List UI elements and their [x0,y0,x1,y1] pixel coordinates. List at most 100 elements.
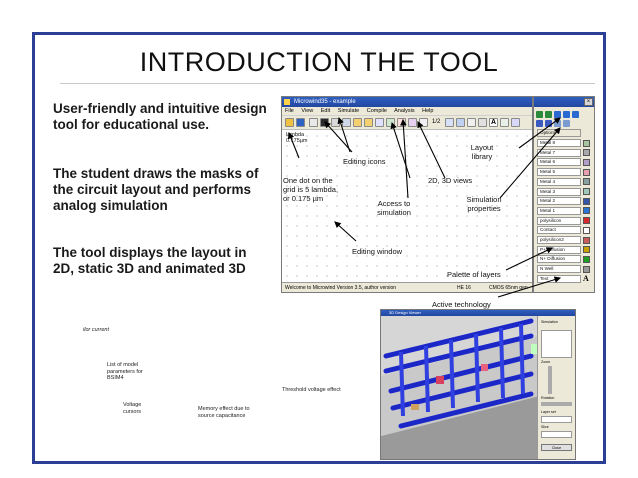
palette-label: Palette of layers [447,270,501,279]
arrow-2d-view [390,121,411,179]
font-icon[interactable]: A [489,118,498,127]
slide-title: INTRODUCTION THE TOOL [139,47,499,77]
menu-simulate[interactable]: Simulate [337,108,360,114]
layer-item[interactable]: Metal 2 [537,197,581,206]
3d-viewer-window: 3D Design Viewer Simulation Zoom Rotatio… [380,309,576,460]
layer-item[interactable]: Metal 5 [537,168,581,177]
save-icon[interactable] [296,118,305,127]
arrow-editing-window [334,221,357,242]
microwind-window: Microwind35 - example File View Edit Sim… [281,96,533,293]
zoom-out-icon[interactable] [364,118,373,127]
layout-library-icon[interactable] [511,118,520,127]
layer-swatch[interactable] [583,226,590,234]
text-layer-glyph: A [583,273,589,283]
layer-item[interactable]: N+ Diffusion [537,255,581,264]
process-view-icon[interactable] [478,118,487,127]
rotation-slider[interactable] [541,402,572,406]
close-icon[interactable]: × [584,98,593,106]
menu-edit[interactable]: Edit [320,108,331,114]
3d-options-list[interactable] [541,330,572,358]
slice-select[interactable] [541,431,572,438]
layer-item[interactable]: N Well [537,265,581,274]
fit-icon[interactable] [375,118,384,127]
nmos-icon[interactable] [536,111,543,118]
compile-icon[interactable] [500,118,509,127]
palette-titlebar: × [534,97,594,107]
layer-swatch[interactable] [583,178,590,186]
layer-item[interactable]: Metal 3 [537,187,581,196]
zoom-in-icon[interactable] [353,118,362,127]
model-params-label: List of model parameters for BSIM4 [107,362,143,381]
app-icon [284,99,290,105]
status-tech: CMOS 65nm gen [489,285,528,291]
layer-item[interactable]: Metal 7 [537,148,581,157]
arrow-editing-icons-2 [324,121,353,153]
duplicate-icon[interactable] [408,118,417,127]
editing-icons-label: Editing icons [343,157,386,166]
3d-render [381,318,539,459]
layer-item[interactable]: polysilicon [537,216,581,225]
menu-bar: File View Edit Simulate Compile Analysis… [282,107,532,116]
pad-icon[interactable] [572,111,579,118]
menu-view[interactable]: View [301,108,314,114]
layer-swatch[interactable] [583,149,590,157]
2d-view-icon[interactable] [445,118,454,127]
menu-analysis[interactable]: Analysis [394,108,415,114]
layer-swatch[interactable] [583,158,590,166]
bullet-2: The student draws the masks of the circu… [53,166,259,213]
title-divider [60,83,595,84]
layer-item[interactable]: polysilicon2 [537,236,581,244]
editing-window-label: Editing window [352,247,403,256]
threshold-label: Threshold voltage effect [282,387,341,393]
arrow-editing-icons [337,116,351,153]
layer-swatch[interactable] [583,236,590,244]
layer-item[interactable]: Metal 4 [537,177,581,186]
layer-set-select[interactable] [541,416,572,423]
layer-swatch[interactable] [583,197,590,205]
3d-close-button[interactable]: Close [541,444,572,451]
bullet-1: User-friendly and intuitive design tool … [53,101,267,132]
simulation-properties-label: Simulation properties [466,195,502,213]
current-label: ilor current [83,327,109,333]
zoom-level: 1/2 [432,119,441,125]
grid-note-label: One dot on the grid is 5 lambda, or 0.17… [283,176,339,203]
lambda-unit-label: lambda 0.175µm [286,132,308,144]
layout-library-label: Layout library [470,143,494,161]
layer-swatch[interactable] [583,217,590,225]
open-icon[interactable] [285,118,294,127]
bullet-3: The tool displays the layout in 2D, stat… [53,245,247,276]
3d-viewer-title: 3D Design Viewer [381,310,575,316]
draw-box-icon[interactable] [309,118,318,127]
window-title: Microwind35 - example [294,99,356,105]
3d-control-panel: Simulation Zoom Rotation Layer set Slice… [537,316,575,459]
layer-swatch[interactable] [583,188,590,195]
layer-item[interactable]: Metal 1 [537,206,581,215]
pulse-icon[interactable] [563,120,570,127]
arrow-active-technology [497,276,562,298]
analog-sim-icon[interactable] [467,118,476,127]
pmos-icon[interactable] [545,111,552,118]
contact-icon[interactable] [554,111,561,118]
layer-swatch[interactable] [583,265,590,273]
layer-swatch[interactable] [583,255,590,263]
layer-item[interactable]: Metal 6 [537,158,581,167]
layer-swatch[interactable] [583,139,590,147]
vss-icon[interactable] [545,120,552,127]
vdd-icon[interactable] [536,120,543,127]
zoom-slider[interactable] [548,366,552,394]
editing-canvas[interactable]: lambda 0.175µm [282,131,532,281]
layer-swatch[interactable] [583,246,590,254]
layer-swatch[interactable] [583,207,590,215]
via-icon[interactable] [563,111,570,118]
layer-swatch[interactable] [583,168,590,176]
3d-panel-layer-set: Layer set [541,410,556,414]
menu-compile[interactable]: Compile [366,108,387,114]
status-bar: Welcome to Microwind Version 3.5, author… [282,282,532,292]
layer-item[interactable]: Contact [537,226,581,235]
window-titlebar: Microwind35 - example [282,97,532,107]
3d-view-icon[interactable] [456,118,465,127]
menu-file[interactable]: File [285,108,294,114]
access-simulation-label: Access to simulation [377,199,411,217]
menu-help[interactable]: Help [422,108,434,114]
